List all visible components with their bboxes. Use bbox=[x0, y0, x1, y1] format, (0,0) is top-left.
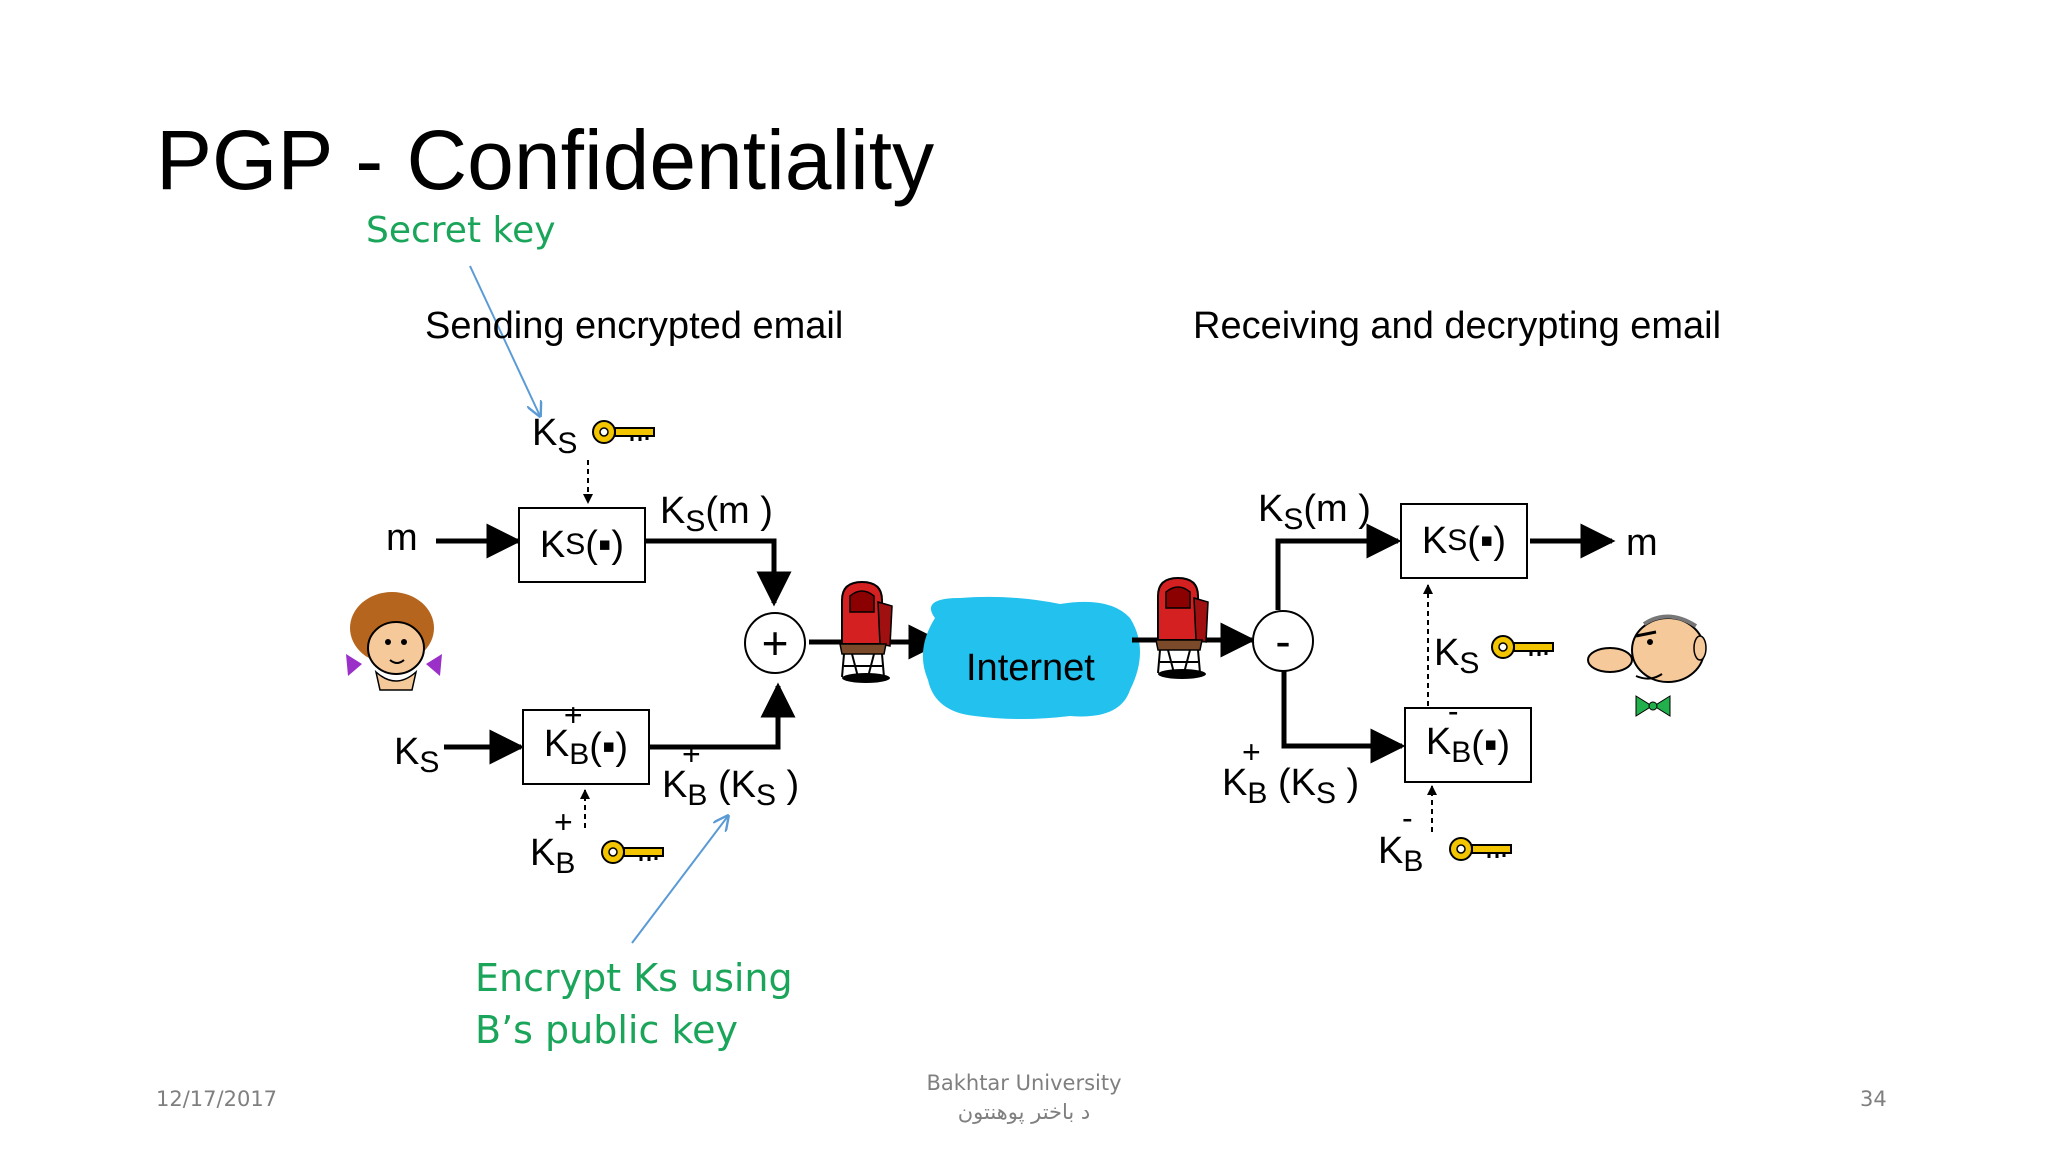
key-subscript: S bbox=[565, 528, 586, 561]
receiving-heading: Receiving and decrypting email bbox=[1193, 305, 1722, 347]
annotation-encrypt-ks: Encrypt Ks using B’s public key bbox=[475, 952, 793, 1056]
sender-kb-encrypt-box: +KB (▪) bbox=[522, 697, 650, 785]
kb-key: -KB bbox=[1378, 802, 1423, 877]
key-subscript: S bbox=[1315, 777, 1336, 810]
receiver-ks-m-label: KS(m ) bbox=[1258, 490, 1371, 535]
key-subscript: B bbox=[569, 737, 590, 771]
key-superscript: + bbox=[682, 736, 701, 772]
key-subscript: B bbox=[555, 847, 576, 880]
kb-key: +KB bbox=[543, 697, 590, 772]
mailbox-icon bbox=[839, 581, 893, 684]
footer-university-local: د باختر پوهنتون bbox=[957, 1100, 1091, 1124]
key-letter: K bbox=[1434, 632, 1460, 674]
arrow-minus-to-kb-box bbox=[1281, 670, 1406, 764]
arrow-minus-to-ks-box bbox=[1275, 523, 1402, 610]
footer-university: Bakhtar University bbox=[926, 1071, 1122, 1095]
box-operand: (▪) bbox=[1471, 723, 1511, 766]
key-subscript: S bbox=[1447, 524, 1468, 557]
key-subscript: S bbox=[1459, 647, 1480, 680]
arrow-kb-box-to-plus bbox=[650, 682, 796, 750]
key-letter: K bbox=[660, 490, 686, 532]
arrow-ks-box-to-plus bbox=[645, 538, 792, 607]
key-letter: K bbox=[532, 412, 558, 454]
key-superscript: + bbox=[1242, 734, 1261, 770]
pointer-encrypt-ks bbox=[631, 816, 728, 944]
kb-key: -KB bbox=[1425, 693, 1472, 770]
box-operand: (▪) bbox=[1467, 519, 1507, 562]
key-icon bbox=[1490, 634, 1555, 660]
key-subscript: B bbox=[1247, 777, 1268, 810]
box-operand: (▪) bbox=[585, 523, 625, 566]
receiver-ks-key-label: KS bbox=[1434, 634, 1479, 679]
key-subscript: B bbox=[1451, 735, 1472, 769]
ks-m-tail: (m ) bbox=[1303, 488, 1371, 530]
kb-ks-tail: ) bbox=[775, 764, 800, 806]
key-letter: K bbox=[1378, 830, 1404, 872]
key-icon bbox=[591, 419, 656, 445]
key-subscript: S bbox=[685, 505, 706, 538]
key-superscript: + bbox=[554, 804, 573, 840]
footer-date: 12/17/2017 bbox=[156, 1087, 278, 1111]
sender-message-label: m bbox=[386, 517, 418, 559]
key-icon bbox=[600, 839, 665, 865]
sender-ks-m-label: KS(m ) bbox=[660, 492, 773, 537]
key-subscript: S bbox=[557, 427, 578, 460]
bob-icon bbox=[1587, 614, 1707, 717]
cloud-icon bbox=[922, 596, 1140, 719]
key-subscript: S bbox=[755, 779, 776, 812]
box-operand: (▪) bbox=[589, 725, 629, 768]
receiver-kb-decrypt-box: -KB (▪) bbox=[1404, 693, 1532, 783]
key-letter: K bbox=[539, 523, 566, 566]
combine-plus-node: + bbox=[744, 612, 806, 674]
key-letter: K bbox=[662, 764, 688, 806]
key-superscript: + bbox=[563, 696, 583, 733]
footer-page-number: 34 bbox=[1860, 1087, 1887, 1111]
receiver-message-label: m bbox=[1626, 522, 1658, 564]
sending-heading: Sending encrypted email bbox=[425, 305, 844, 347]
key-letter: K bbox=[1258, 488, 1284, 530]
kb-key: +KB bbox=[662, 738, 718, 811]
kb-ks-mid: (K bbox=[1277, 762, 1316, 804]
kb-ks-tail: ) bbox=[1335, 762, 1360, 804]
key-letter: K bbox=[1222, 762, 1248, 804]
key-letter: K bbox=[1421, 519, 1448, 562]
alice-icon bbox=[346, 592, 442, 691]
key-subscript: S bbox=[1283, 503, 1304, 536]
receiver-kb-key-label: -KB bbox=[1378, 802, 1423, 877]
mailbox-icon bbox=[1155, 577, 1209, 680]
kb-key: +KB bbox=[1222, 736, 1278, 809]
key-subscript: B bbox=[1403, 845, 1424, 878]
key-subscript: S bbox=[419, 746, 440, 779]
sender-kb-key-label: +KB bbox=[530, 806, 575, 879]
sender-kb-ks-label: +KB (KS ) bbox=[662, 738, 800, 812]
kb-key: +KB bbox=[530, 806, 575, 879]
split-minus-node: - bbox=[1252, 610, 1314, 672]
key-superscript: - bbox=[1447, 692, 1459, 729]
receiver-kb-ks-label: +KB (KS ) bbox=[1222, 736, 1360, 810]
ks-m-tail: (m ) bbox=[705, 490, 773, 532]
key-letter: K bbox=[543, 722, 570, 765]
key-letter: K bbox=[394, 731, 420, 773]
key-letter: K bbox=[1425, 720, 1452, 763]
sender-session-key-label: KS bbox=[394, 733, 439, 778]
annotation-secret-key: Secret key bbox=[366, 210, 556, 251]
internet-label: Internet bbox=[966, 647, 1095, 689]
key-superscript: - bbox=[1402, 800, 1413, 836]
sender-ks-key-label: KS bbox=[532, 414, 577, 459]
pointer-secret-key bbox=[469, 265, 540, 416]
page-title: PGP - Confidentiality bbox=[156, 113, 935, 207]
key-icon bbox=[1448, 836, 1513, 862]
annotation-line: B’s public key bbox=[475, 1008, 738, 1052]
annotation-line: Encrypt Ks using bbox=[475, 956, 793, 1000]
key-letter: K bbox=[530, 832, 556, 874]
key-subscript: B bbox=[687, 779, 708, 812]
kb-ks-mid: (K bbox=[717, 764, 756, 806]
